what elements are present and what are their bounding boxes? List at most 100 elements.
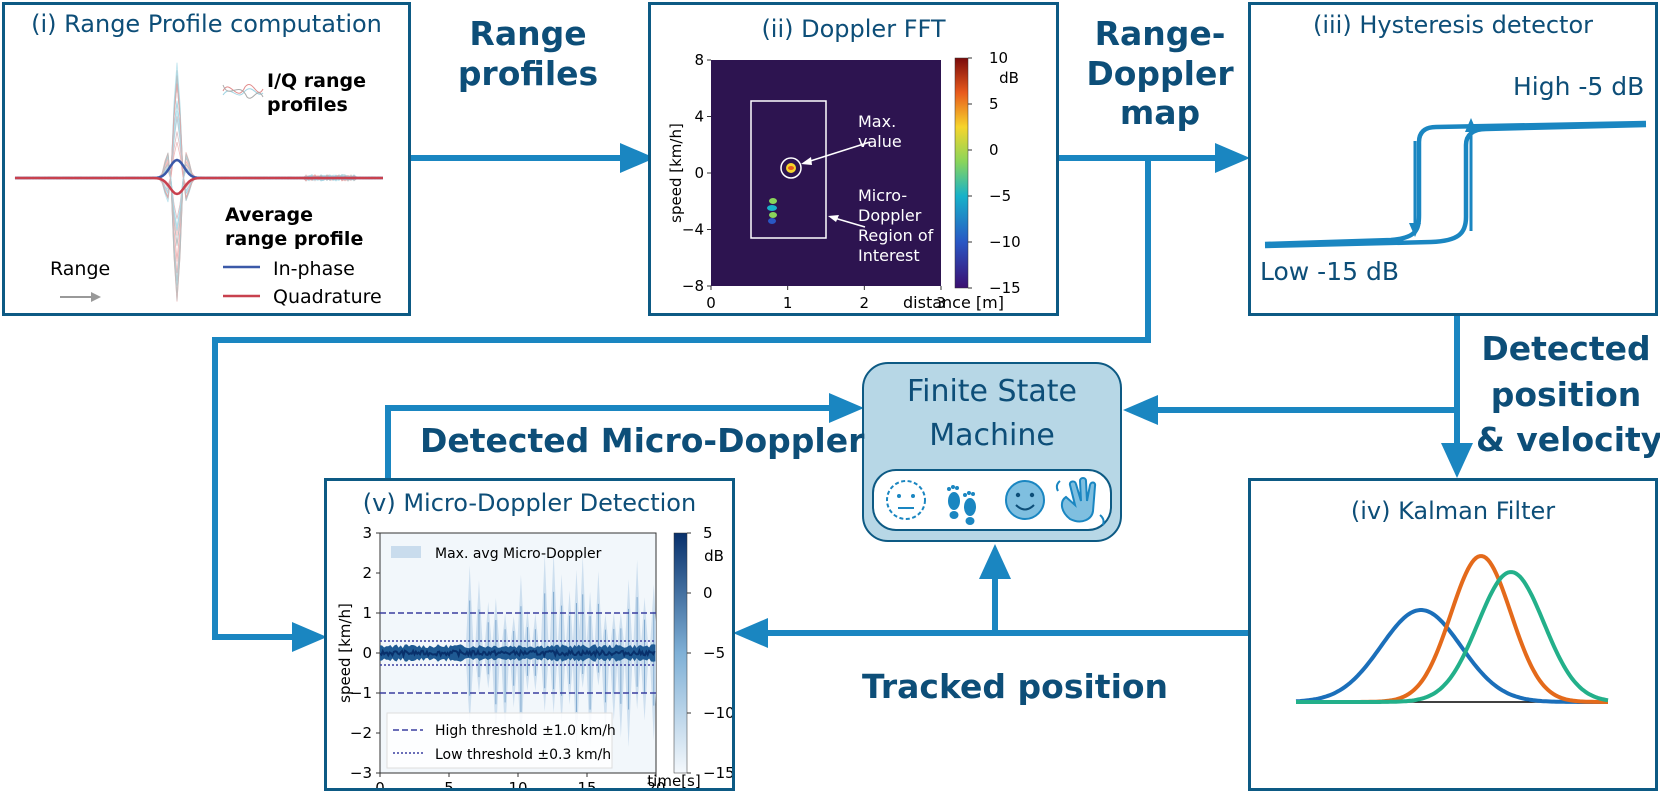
label-range-doppler-map: Range- Doppler map: [1086, 14, 1234, 133]
annot-roi-line2: Doppler: [858, 206, 922, 225]
y-axis-label: speed [km/h]: [336, 603, 354, 703]
colorbar-tick-label: −10: [703, 704, 732, 722]
neutral-face-icon: [886, 480, 926, 520]
fsm-box: Finite State Machine: [862, 362, 1122, 542]
y-tick-label: 3: [362, 524, 372, 542]
legend-iq-line2: profiles: [267, 94, 348, 116]
kalman-gaussians: [1295, 554, 1609, 704]
micro-doppler-band: [380, 644, 656, 662]
y-tick-label: −8: [682, 277, 704, 295]
x-tick-label: 0: [375, 779, 385, 788]
low-threshold-label: Low -15 dB: [1260, 257, 1399, 286]
hysteresis-curve: High -5 dB Low -15 dB: [1260, 72, 1647, 286]
panel-range-profile-title: (i) Range Profile computation: [31, 10, 382, 38]
panel-kalman-title: (iv) Kalman Filter: [1350, 497, 1556, 525]
colorbar-tick-label: −5: [989, 187, 1011, 205]
colorbar: [954, 57, 969, 289]
label-detected-position-velocity: Detected position & velocity: [1476, 329, 1660, 460]
waving-hand-icon: [1055, 477, 1105, 526]
label-detected-micro-doppler: Detected Micro-Doppler: [420, 421, 865, 460]
colorbar-unit: dB: [704, 547, 724, 565]
max-value-marker: [780, 157, 802, 179]
x-tick-label: 15: [577, 779, 596, 788]
colorbar-tick-label: 10: [989, 49, 1008, 67]
panel-micro-doppler-title: (v) Micro-Doppler Detection: [362, 489, 697, 517]
fsm-title-line1: Finite State: [907, 374, 1077, 409]
y-tick-label: −2: [350, 724, 372, 742]
footprints-icon: [947, 485, 976, 525]
heatmap-blobs: [767, 163, 796, 224]
colorbar-tick-label: −15: [703, 764, 732, 782]
high-threshold-label: High -5 dB: [1513, 72, 1644, 101]
y-tick-label: 4: [694, 108, 704, 126]
range-profile-plot: I/Q range profiles Average range profile…: [14, 62, 383, 308]
legend-avg-line1: Average: [225, 204, 313, 226]
y-tick-label: 0: [362, 644, 372, 662]
y-tick-label: 1: [362, 604, 372, 622]
x-tick-label: 2: [860, 294, 870, 312]
y-tick-label: −4: [682, 221, 704, 239]
colorbar-tick-label: 0: [703, 584, 713, 602]
panel-hysteresis: (iii) Hysteresis detector High -5 dB Low…: [1248, 2, 1658, 316]
doppler-fft-heatmap: Max. value Micro- Doppler Region of Inte…: [667, 49, 1021, 312]
micro-doppler-roi: [750, 100, 827, 239]
panel-kalman: (iv) Kalman Filter: [1248, 478, 1658, 791]
annot-max-line2: value: [858, 132, 902, 151]
panel-doppler-fft: (ii) Doppler FFT Ma: [648, 2, 1059, 316]
threshold-lines: [380, 612, 656, 694]
y-ticks: 3 2 1 0 −1 −2 −3: [350, 524, 380, 782]
y-tick-label: 2: [362, 564, 372, 582]
x-tick-label: 5: [444, 779, 454, 788]
colorbar: [673, 532, 688, 774]
legend-max-swatch: [391, 546, 421, 558]
smiley-face-icon: [1005, 480, 1045, 520]
fsm-icon-strip: [872, 469, 1112, 531]
y-tick-label: 0: [694, 164, 704, 182]
fsm-title-line2: Machine: [929, 418, 1055, 453]
x-tick-label: 20: [646, 779, 665, 788]
panel-range-profile: (i) Range Profile computation I/Q range …: [2, 2, 411, 316]
colorbar-tick-label: 0: [989, 141, 999, 159]
colorbar-ticks: 5 0 −5 −10 −15: [687, 524, 732, 782]
legend-iq-line1: I/Q range: [267, 70, 366, 92]
legend-in-phase: In-phase: [273, 258, 355, 280]
x-tick-label: 10: [508, 779, 527, 788]
x-axis-label: time[s]: [647, 772, 700, 788]
y-tick-label: −3: [350, 764, 372, 782]
annot-roi-line4: Interest: [858, 246, 920, 265]
legend-max-text: Max. avg Micro-Doppler: [435, 546, 602, 562]
iq-range-profile-traces: [14, 62, 383, 302]
annot-roi-line3: Region of: [858, 226, 934, 245]
y-tick-label: 8: [694, 51, 704, 69]
colorbar-tick-label: −5: [703, 644, 725, 662]
range-axis-label: Range: [50, 258, 110, 280]
threshold-legend-bg: [386, 712, 613, 769]
annot-max-line1: Max.: [858, 112, 896, 131]
x-axis-label: distance [m]: [903, 293, 1004, 312]
panel-hysteresis-title: (iii) Hysteresis detector: [1312, 11, 1594, 39]
label-tracked-position: Tracked position: [862, 667, 1169, 706]
arrow-map-to-micro-doppler: [212, 158, 1151, 640]
colorbar-tick-label: 5: [989, 95, 999, 113]
legend-high-text: High threshold ±1.0 km/h: [435, 723, 616, 739]
colorbar-tick-label: 5: [703, 524, 713, 542]
legend-avg-line2: range profile: [225, 228, 363, 250]
legend-low-text: Low threshold ±0.3 km/h: [435, 747, 611, 763]
y-ticks: −8 −4 0 4 8: [682, 51, 711, 295]
x-tick-label: 1: [783, 294, 793, 312]
y-tick-label: −1: [350, 684, 372, 702]
arrow-micro-doppler-to-fsm: [385, 405, 838, 478]
panel-doppler-fft-title: (ii) Doppler FFT: [761, 15, 946, 43]
legend-quadrature: Quadrature: [273, 286, 382, 308]
x-tick-label: 3: [936, 294, 946, 312]
annot-roi-line1: Micro-: [858, 186, 907, 205]
y-axis-label: speed [km/h]: [667, 123, 685, 223]
label-range-profiles: Range profiles: [457, 14, 599, 93]
x-tick-label: 0: [706, 294, 716, 312]
colorbar-unit: dB: [999, 69, 1019, 87]
colorbar-tick-label: −15: [989, 279, 1021, 297]
